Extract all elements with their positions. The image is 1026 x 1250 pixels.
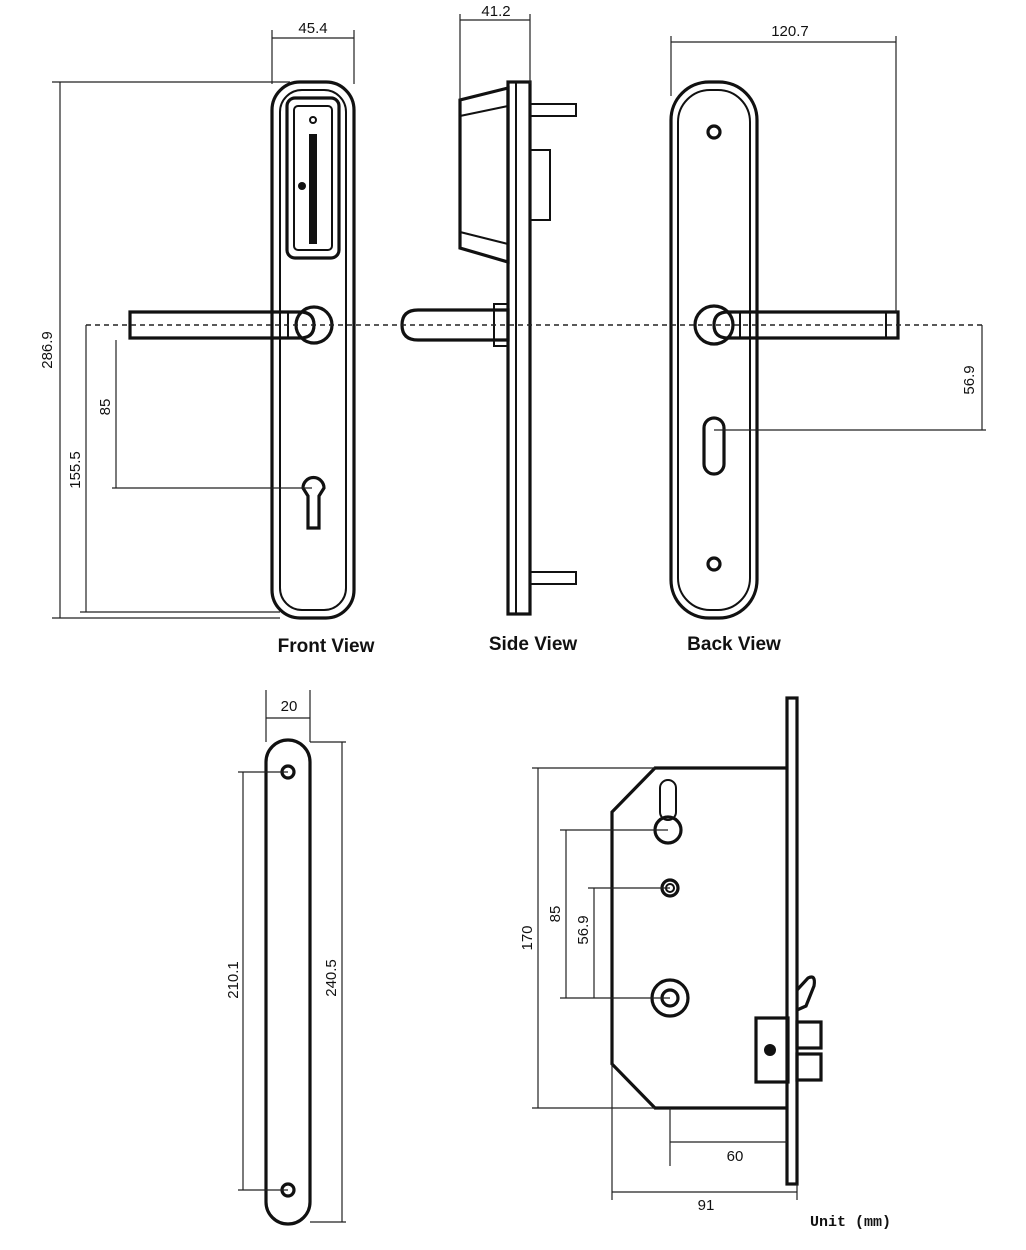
card-reader-window: [293, 105, 333, 251]
dim-side-depth: 41.2: [459, 3, 531, 100]
indicator-led: [309, 116, 317, 124]
back-screw-top: [706, 124, 722, 140]
label-mortise-height: 170: [519, 925, 536, 950]
side-reader-edge: [459, 105, 509, 117]
back-rosette: [693, 304, 735, 346]
strike-plate-body: [264, 738, 312, 1226]
label-handle-to-cylinder: 85: [97, 399, 114, 416]
label-mortise-85: 85: [547, 906, 564, 923]
label-front-view: Front View: [278, 636, 375, 657]
unit-label: Unit (mm): [810, 1214, 891, 1231]
dim-back-span: 120.7: [670, 23, 897, 312]
dim-case-depth: 91: [611, 1064, 798, 1214]
side-view: [400, 80, 577, 616]
label-case-depth: 91: [698, 1197, 715, 1214]
label-mortise-56-9: 56.9: [575, 915, 592, 944]
back-view: [669, 80, 900, 620]
mortise-latch: [795, 975, 816, 1012]
dim-overall-height: 286.9: [39, 81, 290, 619]
side-plate: [506, 80, 532, 616]
dim-handle-to-bottom: 155.5: [67, 325, 280, 613]
mortise-bolt-block-bottom: [795, 1052, 823, 1082]
label-handle-to-keyhole: 56.9: [961, 365, 978, 394]
front-view: [128, 80, 356, 620]
card-slot: [309, 134, 317, 244]
front-plate: [270, 80, 356, 620]
side-spindle-bottom: [529, 571, 577, 585]
back-thumb-slot: [702, 416, 726, 476]
label-handle-to-bottom: 155.5: [67, 451, 84, 489]
label-strike-holes: 210.1: [225, 961, 242, 999]
label-side-depth: 41.2: [481, 3, 510, 20]
sensor-dot: [298, 182, 306, 190]
front-plate-inner: [279, 89, 347, 611]
dim-mortise-85: 85: [547, 829, 670, 999]
side-spindle-top: [529, 103, 577, 117]
mortise-faceplate: [785, 696, 799, 1186]
dim-strike-length: 240.5: [310, 741, 346, 1223]
label-side-view: Side View: [489, 634, 578, 655]
dim-front-width: 45.4: [271, 20, 355, 84]
side-reader-back: [529, 149, 551, 221]
label-backset: 60: [727, 1148, 744, 1165]
dim-strike-width: 20: [265, 690, 311, 742]
label-strike-width: 20: [281, 698, 298, 715]
strike-plate: [264, 738, 312, 1226]
dim-mortise-height: 170: [519, 767, 655, 1109]
label-front-width: 45.4: [298, 20, 327, 37]
side-reader-body: [458, 85, 510, 265]
side-reader-edge-2: [459, 231, 509, 245]
label-back-view: Back View: [687, 634, 781, 655]
card-reader-housing: [285, 96, 341, 260]
mortise-lock: [610, 696, 823, 1186]
dim-handle-to-keyhole: 56.9: [714, 325, 986, 431]
dim-mortise-56-9: 56.9: [575, 887, 670, 998]
dim-strike-holes: 210.1: [225, 771, 288, 1191]
mortise-follower-slot: [659, 779, 677, 821]
dim-handle-to-cylinder: 85: [97, 340, 312, 489]
mortise-bolt-block-top: [795, 1020, 823, 1050]
label-strike-length: 240.5: [323, 959, 340, 997]
front-cylinder-keyhole: [301, 475, 326, 530]
back-handle-lever: [712, 310, 900, 340]
back-plate: [669, 80, 759, 620]
back-plate-inner: [677, 89, 751, 611]
mortise-case: [610, 766, 787, 1110]
back-screw-bottom: [706, 556, 722, 572]
dim-backset: 60: [669, 1108, 787, 1166]
mortise-deadbolt: [754, 1016, 790, 1084]
label-back-span: 120.7: [771, 23, 809, 40]
mortise-deadbolt-pin: [764, 1044, 776, 1056]
label-overall-height: 286.9: [39, 331, 56, 369]
